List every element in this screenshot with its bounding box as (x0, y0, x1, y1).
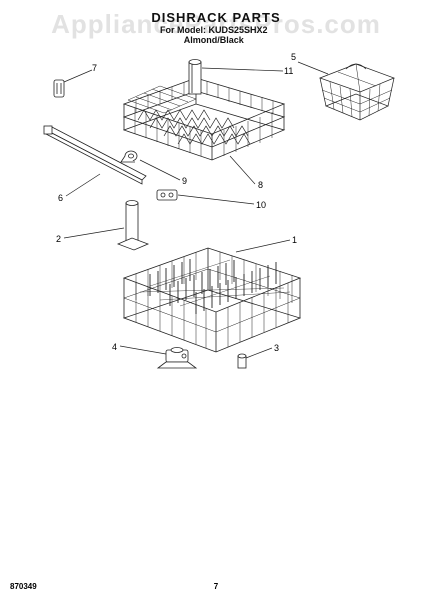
upper-rack[interactable] (122, 77, 286, 161)
callout-leaders (63, 61, 329, 359)
catalog-number: 870349 (10, 582, 37, 591)
callout-8: 8 (258, 180, 263, 190)
model-subtitle: For Model: KUDS25SHX2 Almond/Black (160, 25, 268, 45)
callout-6: 6 (58, 193, 63, 203)
rack-roller[interactable] (120, 150, 138, 163)
callout-2: 2 (56, 234, 61, 244)
callout-3: 3 (274, 343, 279, 353)
rack-track[interactable] (43, 125, 147, 185)
callout-1: 1 (292, 235, 297, 245)
lower-roller-pin[interactable] (237, 353, 247, 369)
page-title: DISHRACK PARTS (151, 10, 281, 25)
callout-5: 5 (291, 52, 296, 62)
silverware-basket[interactable] (318, 63, 395, 121)
rack-adjuster[interactable] (156, 189, 178, 201)
model-line: For Model: KUDS25SHX2 (160, 25, 268, 35)
callout-7: 7 (92, 63, 97, 73)
feed-tube-lower[interactable] (116, 200, 150, 251)
callout-10: 10 (256, 200, 266, 210)
feed-tube-upper[interactable] (188, 59, 202, 95)
lower-rack[interactable] (122, 247, 302, 353)
color-line: Almond/Black (183, 35, 244, 45)
callout-4: 4 (112, 342, 117, 352)
callout-9: 9 (182, 176, 187, 186)
page-number: 7 (213, 582, 219, 591)
lower-manifold[interactable] (156, 347, 198, 369)
callout-labels: 7 11 5 6 9 8 10 2 1 4 3 (56, 52, 297, 353)
callout-11: 11 (284, 66, 293, 76)
rack-stop[interactable] (53, 79, 65, 98)
